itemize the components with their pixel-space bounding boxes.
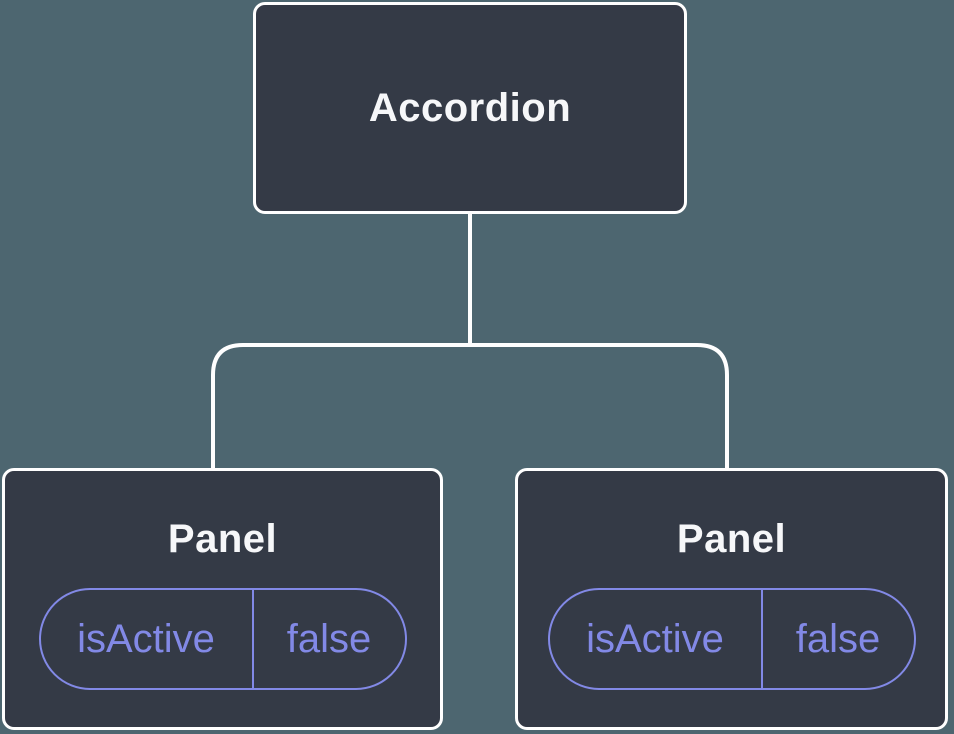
accordion-node: Accordion: [253, 2, 687, 214]
panel-node-label: Panel: [167, 517, 278, 561]
state-value: false: [795, 616, 881, 661]
state-name: isActive: [41, 590, 254, 688]
state-pill: isActive false: [38, 588, 407, 690]
state-value: false: [286, 616, 372, 661]
state-name: isActive: [550, 590, 763, 688]
panel-node-label: Panel: [676, 517, 787, 561]
panel-node-title: Panel: [5, 517, 440, 562]
state-pill: isActive false: [547, 588, 916, 690]
panel-node-right: Panel isActive false: [515, 468, 948, 730]
panel-node-left: Panel isActive false: [2, 468, 443, 730]
panel-node-title: Panel: [518, 517, 945, 562]
connector-branch: [211, 343, 729, 470]
accordion-node-label: Accordion: [368, 85, 572, 130]
